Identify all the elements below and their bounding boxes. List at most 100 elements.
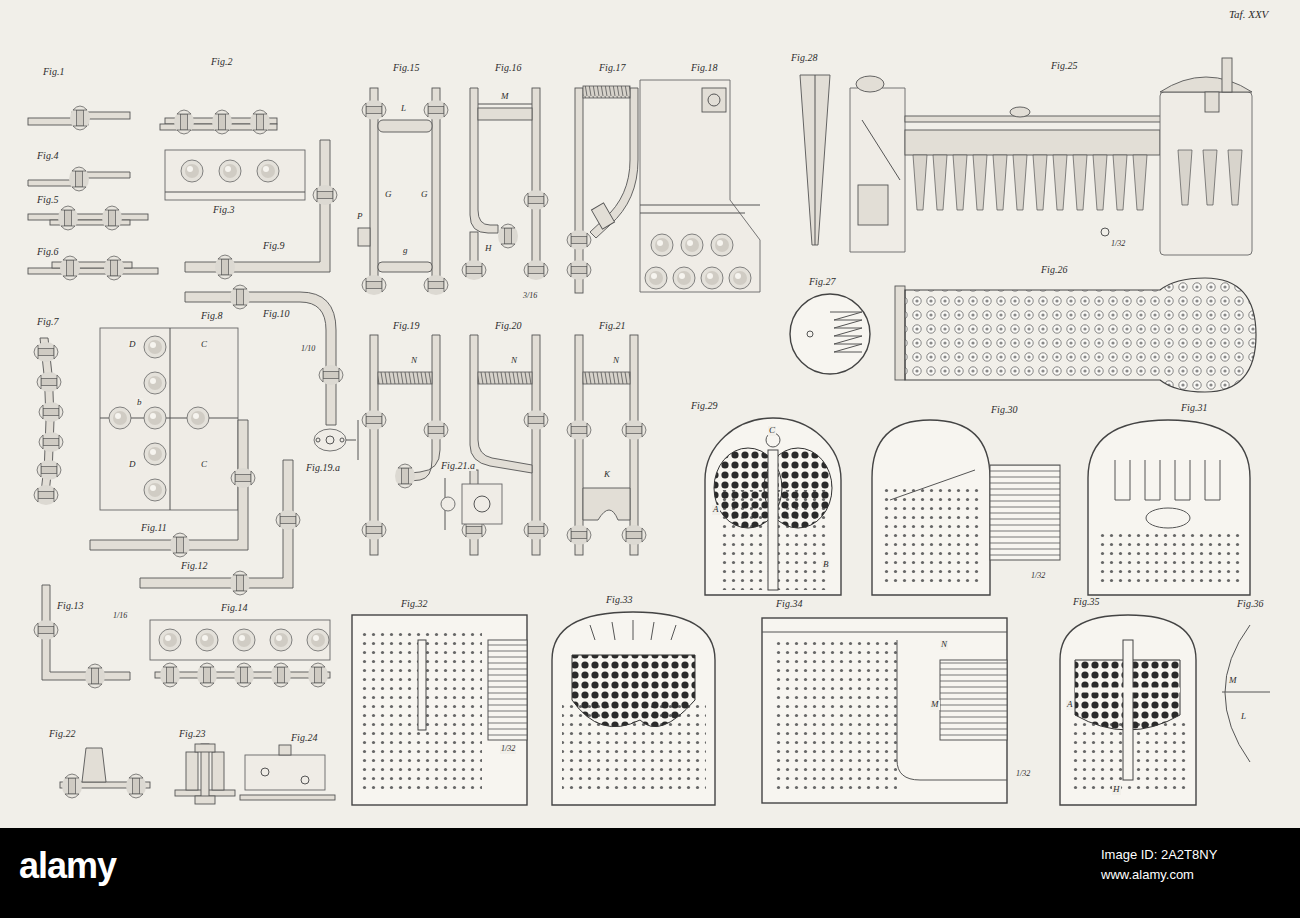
scale-note: 1/32	[1015, 770, 1031, 779]
figure-number: Fig.26	[1040, 264, 1068, 275]
image-id: Image ID: 2A2T8NY	[1100, 848, 1218, 862]
stay-frame	[362, 335, 448, 555]
figure-number: Fig.22	[48, 728, 76, 739]
figure-number: Fig.20	[494, 320, 522, 331]
angle-iron	[90, 420, 255, 557]
part-letter: N	[612, 356, 620, 366]
figure-number: Fig.34	[775, 598, 803, 609]
firebox-section	[705, 418, 841, 595]
figure-number: Fig.10	[262, 308, 290, 319]
figure-number: Fig.11	[140, 522, 168, 533]
part-letter: A	[1066, 700, 1074, 710]
plate-number: Taf. XXV	[1228, 8, 1269, 20]
figure-number: Fig.32	[400, 598, 428, 609]
cross-seam-plan	[100, 328, 238, 510]
part-letter: M	[1228, 676, 1238, 686]
figure-number: Fig.27	[808, 276, 836, 287]
firebox-section	[1060, 615, 1196, 805]
angle-iron	[34, 585, 130, 688]
screw-stay	[567, 86, 638, 293]
boiler-elevation	[850, 58, 1252, 255]
part-letter: g	[402, 246, 409, 256]
figure-number: Fig.33	[605, 594, 633, 605]
part-letter: A	[712, 505, 720, 515]
part-letter: D	[128, 340, 137, 350]
figure-number: Fig.28	[790, 52, 818, 63]
figure-number: Fig.35	[1072, 596, 1100, 607]
figure-number: Fig.8	[200, 310, 223, 321]
angle-iron	[140, 460, 300, 595]
scale-note: 1/32	[1110, 240, 1126, 249]
figure-number: Fig.31	[1180, 402, 1208, 413]
scale-note: 3/16	[522, 292, 538, 301]
rivet-joint	[28, 167, 130, 191]
firebox-section	[352, 615, 527, 805]
gusset-plate	[640, 80, 760, 292]
part-letter: D	[128, 460, 137, 470]
rivet-joint	[28, 206, 148, 230]
figure-number: Fig.36	[1236, 598, 1264, 609]
part-letter: H	[484, 244, 493, 254]
part-letter: G	[384, 190, 393, 200]
tube-plate-plan	[895, 278, 1256, 392]
part-letter: L	[400, 104, 407, 114]
angle-iron	[185, 140, 337, 279]
part-letter: B	[822, 560, 830, 570]
part-letter: N	[940, 640, 948, 650]
figure-number: Fig.19.a	[305, 462, 341, 473]
stay-frame	[358, 88, 448, 295]
part-letter: G	[420, 190, 429, 200]
tube-section	[790, 294, 870, 374]
part-letter: H	[1112, 785, 1121, 795]
rivet-row-plan	[165, 150, 305, 200]
conical-tube	[800, 75, 830, 245]
scale-note: 1/32	[1030, 572, 1046, 581]
watermark-url: www.alamy.com	[1100, 868, 1195, 882]
part-letter: C	[200, 460, 208, 470]
rivet-row-section	[160, 110, 277, 134]
figure-number: Fig.24	[290, 732, 318, 743]
figure-number: Fig.1	[42, 66, 65, 77]
figure-number: Fig.30	[990, 404, 1018, 415]
figure-number: Fig.14	[220, 602, 248, 613]
stay-frame	[462, 335, 548, 555]
figure-number: Fig.25	[1050, 60, 1078, 71]
firebox-section	[872, 420, 1060, 595]
figure-number: Fig.15	[392, 62, 420, 73]
figure-number: Fig.29	[690, 400, 718, 411]
firebox-section	[1088, 420, 1250, 595]
figure-number: Fig.2	[210, 56, 233, 67]
curved-rivet-seam	[34, 338, 63, 505]
figure-number: Fig.3	[212, 204, 235, 215]
scale-note: 1/16	[112, 612, 128, 621]
figure-number: Fig.18	[690, 62, 718, 73]
part-letter: N	[410, 356, 418, 366]
figure-number: Fig.13	[56, 600, 84, 611]
part-letter: C	[200, 340, 208, 350]
figure-number: Fig.6	[36, 246, 59, 257]
watermark-bar	[0, 828, 1300, 918]
part-letter: b	[136, 398, 143, 408]
figure-number: Fig.7	[36, 316, 59, 327]
part-letter: M	[930, 700, 940, 710]
figure-number: Fig.17	[598, 62, 626, 73]
part-letter: L	[1240, 712, 1247, 722]
rivet-row	[150, 620, 330, 687]
curved-plate	[1222, 625, 1270, 762]
stay-frame	[567, 335, 646, 555]
part-letter: C	[768, 426, 776, 436]
washer-detail	[314, 420, 358, 460]
figure-number: Fig.23	[178, 728, 206, 739]
angle-iron	[185, 285, 343, 425]
figure-number: Fig.12	[180, 560, 208, 571]
part-letter: N	[510, 356, 518, 366]
firebox-section	[762, 618, 1007, 803]
firebox-section	[552, 612, 715, 805]
bolt	[175, 744, 235, 804]
scale-note: 1/10	[300, 345, 316, 354]
figure-number: Fig.5	[36, 194, 59, 205]
figure-number: Fig.9	[262, 240, 285, 251]
figure-number: Fig.19	[392, 320, 420, 331]
